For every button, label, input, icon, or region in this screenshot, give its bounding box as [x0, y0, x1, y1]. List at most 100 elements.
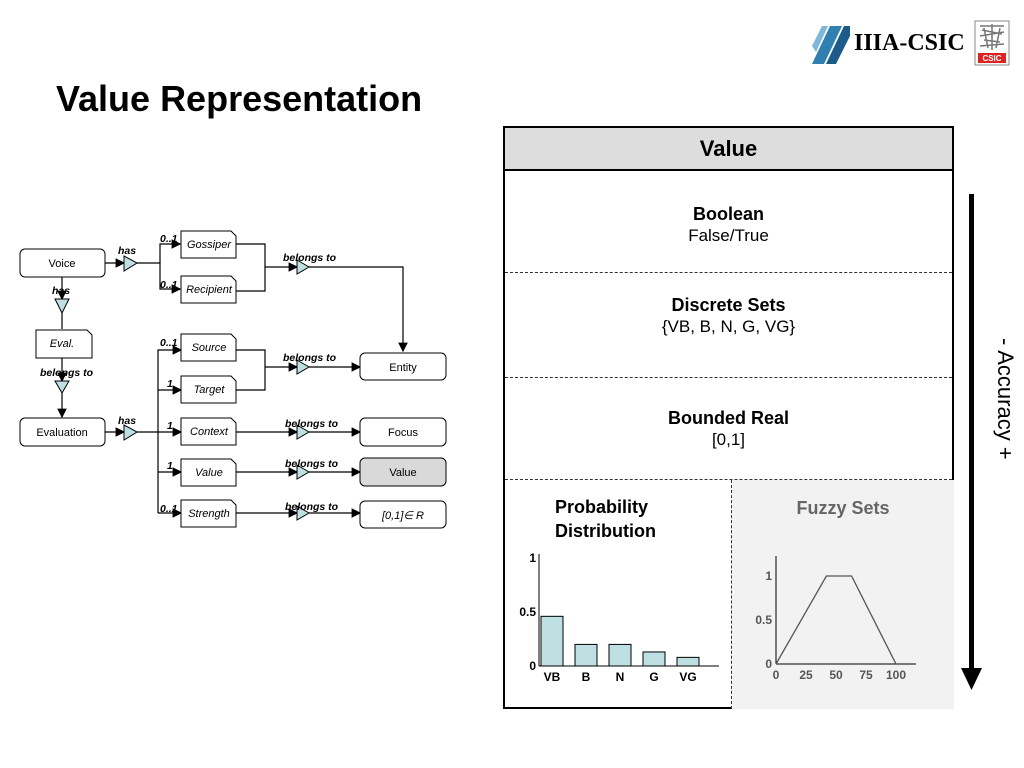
node-entity [359, 352, 447, 381]
card-target: 1 [167, 378, 173, 390]
fuzzy-x-tick-label: 75 [859, 668, 873, 682]
accuracy-arrow-icon [961, 194, 982, 690]
has-marker-evaluation [123, 424, 139, 441]
csic-badge-text: CSIC [982, 54, 1001, 63]
prob-y-tick-label: 1 [529, 551, 536, 565]
node-value-out-label: Value [389, 467, 416, 479]
node-evaluation [19, 417, 106, 447]
card-source: 0..1 [160, 337, 178, 349]
node-focus [359, 417, 447, 447]
fuzzy-x-tick-label: 50 [829, 668, 843, 682]
has-marker-eval [54, 298, 70, 315]
node-strength-label: Strength [188, 508, 230, 520]
label-belongs-context: belongs to [285, 418, 339, 430]
label-belongs-value: belongs to [285, 458, 339, 470]
node-gossiper-label: Gossiper [187, 239, 232, 251]
divider [505, 479, 952, 480]
boolean-text: False/True [688, 226, 769, 245]
label-has-evaluation: has [118, 415, 136, 427]
label-belongs-eval: belongs to [40, 367, 94, 379]
discrete-title: Discrete Sets [671, 295, 786, 315]
fuzzy-title: Fuzzy Sets [796, 498, 890, 518]
fuzzy-section: Fuzzy Sets 0 0.5 1 0 25 50 75 100 [731, 480, 954, 709]
label-has-eval: has [52, 285, 70, 297]
bounded-text: [0,1] [711, 430, 746, 449]
probability-title: Probability Distribution [555, 497, 656, 541]
node-value-label: Value [195, 467, 223, 479]
node-voice [19, 248, 106, 278]
csic-seal-icon: CSIC [974, 20, 1010, 66]
belongs-marker-eval [54, 380, 70, 394]
node-evaluation-label: Evaluation [36, 427, 87, 439]
node-source [180, 333, 237, 362]
belongs-marker-context [296, 424, 310, 440]
discrete-text: {VB, B, N, G, VG} [661, 317, 796, 336]
node-target-label: Target [194, 384, 226, 396]
boolean-section: Boolean False/True [505, 204, 952, 246]
fuzzy-y-tick-label: 0.5 [755, 613, 772, 627]
fuzzy-y-tick-label: 1 [765, 569, 772, 583]
node-recipient [180, 275, 237, 304]
accuracy-label-wrap: - Accuracy + [980, 318, 1020, 518]
fuzzy-chart: 0 0.5 1 0 25 50 75 100 [755, 556, 916, 682]
node-strength [180, 499, 237, 528]
fuzzy-y-tick-label: 0 [765, 657, 772, 671]
prob-y-tick-label: 0.5 [519, 605, 536, 619]
bounded-section: Bounded Real [0,1] [505, 408, 952, 450]
logo-text: IIIA-CSIC [854, 30, 965, 56]
divider [505, 272, 952, 273]
prob-bar [608, 643, 632, 667]
discrete-section: Discrete Sets {VB, B, N, G, VG} [505, 295, 952, 337]
bounded-title: Bounded Real [667, 408, 789, 428]
value-panel: Value Boolean False/True Discrete Sets {… [503, 126, 954, 709]
iiia-logo-icon [812, 26, 850, 64]
fuzzy-x-tick-label: 25 [799, 668, 813, 682]
boolean-title: Boolean [692, 204, 764, 224]
belongs-marker-strength [296, 505, 310, 521]
has-marker-voice [123, 255, 139, 272]
node-voice-label: Voice [49, 258, 76, 270]
node-focus-label: Focus [388, 427, 418, 439]
card-gossiper: 0..1 [160, 233, 178, 245]
prob-x-tick-label: G [649, 670, 658, 684]
node-entity-label: Entity [389, 362, 417, 374]
node-source-label: Source [192, 342, 227, 354]
node-range-out-label: [0,1]∈ R [381, 510, 424, 522]
accuracy-label: - Accuracy + [993, 338, 1018, 460]
fuzzy-membership-line [775, 575, 897, 665]
value-panel-header: Value [505, 128, 952, 171]
node-range-out [359, 500, 447, 529]
card-value: 1 [167, 460, 173, 472]
prob-bar [540, 615, 564, 667]
ontology-diagram: Voice Eval. Evaluation Gossiper Recipien… [19, 230, 447, 529]
prob-x-tick-label: VG [679, 670, 696, 684]
slide-title: Value Representation [56, 78, 423, 119]
prob-x-tick-label: N [616, 670, 625, 684]
card-context: 1 [167, 420, 173, 432]
belongs-marker-source [296, 359, 310, 375]
logo: IIIA-CSIC CSIC [812, 18, 1012, 68]
prob-bar [642, 651, 666, 667]
node-eval-label: Eval. [50, 338, 74, 350]
prob-bar [676, 656, 700, 667]
node-eval [35, 329, 93, 359]
node-context-label: Context [190, 426, 229, 438]
label-belongs-strength: belongs to [285, 501, 339, 513]
fuzzy-x-tick-label: 100 [886, 668, 906, 682]
prob-bar [574, 643, 598, 667]
node-gossiper [180, 230, 237, 259]
card-recipient: 0..1 [160, 279, 178, 291]
label-belongs-source: belongs to [283, 352, 337, 364]
prob-y-tick-label: 0 [529, 659, 536, 673]
fuzzy-x-tick-label: 0 [773, 668, 780, 682]
belongs-marker-value [296, 464, 310, 480]
card-strength: 0..1 [160, 503, 178, 515]
belongs-marker-gossip [296, 259, 310, 275]
prob-x-tick-label: VB [544, 670, 561, 684]
node-value-out [359, 457, 447, 487]
node-target [180, 375, 237, 404]
divider [505, 377, 952, 378]
